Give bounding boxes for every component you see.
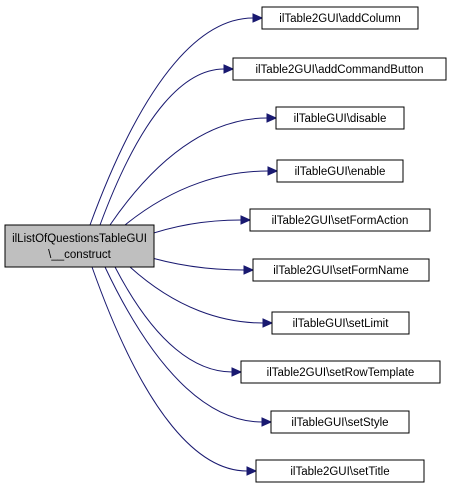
arrowhead-set-title [246, 466, 258, 476]
edge-set-form-name [141, 254, 245, 271]
root-label-line1: ilListOfQuestionsTableGUI [12, 233, 147, 245]
node-label: ilTable2GUI\setFormAction [272, 215, 409, 227]
node-box [232, 57, 447, 81]
edge-set-limit [129, 266, 264, 324]
node-label: ilTable2GUI\setTitle [290, 466, 389, 478]
edges-layer [89, 13, 279, 476]
callee-nodes: ilTable2GUI\addColumn ilTable2GUI\addComm… [232, 6, 447, 483]
root-label-line2: \__construct [48, 249, 111, 261]
node-box [261, 6, 419, 30]
arrowhead-add-column [252, 13, 264, 23]
node-set-limit[interactable]: ilTableGUI\setLimit [271, 311, 410, 335]
node-label: ilTableGUI\setLimit [293, 318, 390, 330]
root-node[interactable]: ilListOfQuestionsTableGUI \__construct [4, 224, 155, 268]
node-box [252, 258, 430, 282]
arrowhead-set-style [261, 417, 273, 427]
node-label: ilTable2GUI\setRowTemplate [267, 367, 415, 379]
edge-set-row-template [114, 266, 233, 373]
node-label: ilTable2GUI\addColumn [279, 13, 400, 25]
node-box [271, 311, 410, 335]
node-set-form-action[interactable]: ilTable2GUI\setFormAction [249, 208, 431, 232]
node-label: ilTableGUI\setStyle [291, 417, 388, 429]
node-enable[interactable]: ilTableGUI\enable [276, 159, 404, 183]
node-box [255, 459, 425, 483]
node-label: ilTable2GUI\addCommandButton [255, 64, 423, 76]
arrowhead-add-command-button [223, 64, 235, 74]
edge-set-title [91, 266, 248, 472]
node-box [240, 360, 441, 384]
root-box [4, 224, 155, 268]
edge-disable [109, 117, 268, 226]
node-set-form-name[interactable]: ilTable2GUI\setFormName [252, 258, 430, 282]
edge-add-command-button [99, 68, 225, 226]
edge-set-form-action [141, 219, 242, 238]
node-label: ilTable2GUI\setFormName [273, 265, 408, 277]
node-label: ilTableGUI\enable [295, 166, 386, 178]
node-set-row-template[interactable]: ilTable2GUI\setRowTemplate [240, 360, 441, 384]
node-disable[interactable]: ilTableGUI\disable [275, 106, 405, 130]
node-set-style[interactable]: ilTableGUI\setStyle [270, 410, 410, 434]
edge-enable [124, 170, 269, 226]
node-set-title[interactable]: ilTable2GUI\setTitle [255, 459, 425, 483]
arrowhead-disable [266, 113, 278, 123]
node-label: ilTableGUI\disable [294, 113, 387, 125]
arrowhead-set-form-name [243, 265, 255, 275]
edge-set-style [104, 266, 263, 423]
arrowhead-set-row-template [231, 367, 243, 377]
edge-add-column [89, 17, 254, 226]
arrowhead-set-limit [262, 318, 274, 328]
node-add-command-button[interactable]: ilTable2GUI\addCommandButton [232, 57, 447, 81]
arrowhead-enable [267, 166, 279, 176]
node-box [275, 106, 405, 130]
node-box [270, 410, 410, 434]
node-box [249, 208, 431, 232]
arrowhead-set-form-action [240, 215, 252, 225]
node-box [276, 159, 404, 183]
node-add-column[interactable]: ilTable2GUI\addColumn [261, 6, 419, 30]
